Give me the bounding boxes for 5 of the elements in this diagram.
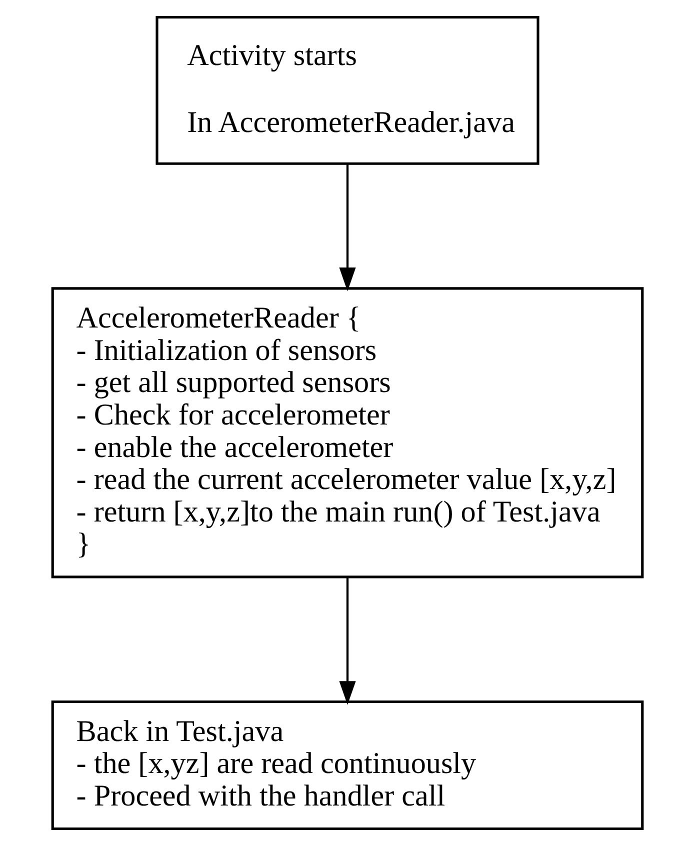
node-box: AccelerometerReader { - Initialization of sensors - get all supported sensors - Check for accelerometer - enable the accelerometer - read the current accelerometer value [x,y,z] - return [x,y,z]to the main run() of Test.java } <box>50 287 644 578</box>
node-box: Activity starts In AccerometerReader.java <box>155 16 539 165</box>
arrow <box>338 164 356 292</box>
arrow <box>338 576 356 705</box>
node-box: Back in Test.java - the [x,yz] are read continuously - Proceed with the handler call <box>50 700 644 830</box>
